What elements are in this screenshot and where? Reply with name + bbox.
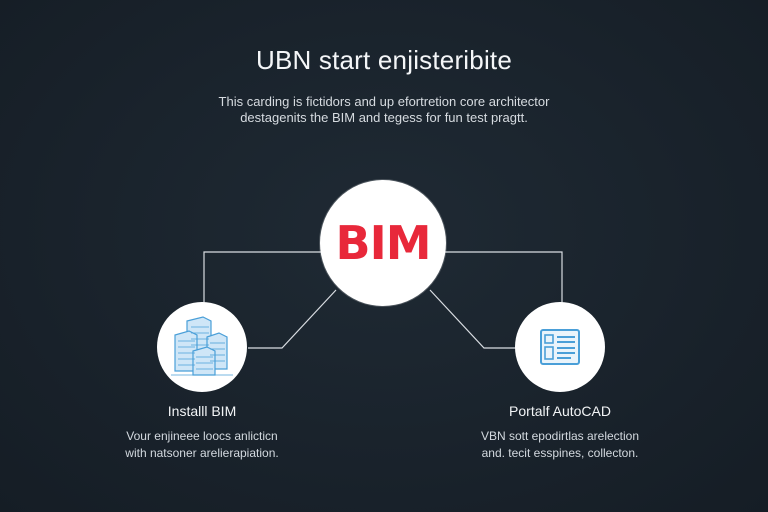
- right-node-description: VBN sott epodirtlas arelection and. teci…: [448, 428, 672, 462]
- connector-left-diagonal: [248, 289, 337, 349]
- left-node-title: Installl BIM: [167, 403, 237, 419]
- left-node-description: Vour enjineee loocs anlicticn with natso…: [90, 428, 314, 462]
- connector-left-elbow: [203, 251, 322, 306]
- hub-label: BIM: [335, 216, 432, 270]
- right-node-title: Portalf AutoCAD: [509, 403, 611, 419]
- left-node-desc-line-2: with natsoner arelierapiation.: [125, 446, 279, 460]
- left-node-circle: [157, 302, 247, 392]
- document-panel-icon: [540, 329, 580, 365]
- buildings-icon: [171, 316, 233, 376]
- connector-right-elbow: [444, 251, 563, 306]
- left-node-desc-line-1: Vour enjineee loocs anlicticn: [126, 429, 278, 443]
- right-node-circle: [515, 302, 605, 392]
- page-title: UBN start enjisteribite: [255, 45, 513, 75]
- connector-right-diagonal: [429, 289, 518, 349]
- subtitle-line-1: This carding is fictidors and up efortre…: [218, 94, 550, 109]
- subtitle-line-2: destagenits the BIM and tegess for fun t…: [240, 110, 528, 125]
- right-node-desc-line-2: and. tecit esspines, collecton.: [481, 446, 639, 460]
- right-node-desc-line-1: VBN sott epodirtlas arelection: [480, 429, 640, 443]
- bim-hub-circle: BIM: [320, 180, 446, 306]
